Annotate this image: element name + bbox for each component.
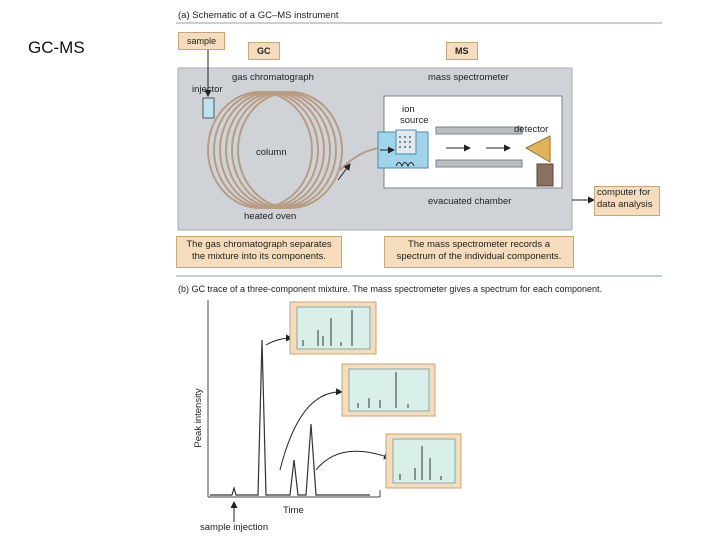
peak-3-arrow — [315, 450, 391, 471]
spectrum-1 — [289, 301, 377, 355]
ms-tag: MS — [446, 42, 478, 60]
gc-caption-line-1: The gas chromatograph separates — [186, 239, 332, 250]
ion-source-label-2: source — [400, 115, 429, 126]
gc-name: gas chromatograph — [232, 72, 314, 83]
gc-ylabel: Peak intensity — [193, 388, 204, 447]
spectrum-3 — [385, 433, 462, 489]
gc-trace — [210, 339, 370, 496]
peak-1-arrow — [265, 334, 293, 346]
ms-caption: The mass spectrometer records a spectrum… — [384, 236, 574, 268]
analyzer-rod-top — [435, 126, 523, 135]
detector-cone — [524, 135, 551, 163]
ion-source-coil — [395, 162, 415, 168]
column-flow-arrow — [337, 163, 351, 181]
slide-title: GC-MS — [28, 38, 85, 57]
ms-name: mass spectrometer — [428, 72, 509, 83]
ms-caption-line-2: spectrum of the individual components. — [396, 251, 562, 262]
injector-body — [202, 97, 215, 119]
computer-box: computer for data analysis — [594, 186, 660, 216]
column-label: column — [256, 147, 287, 158]
gc-tag: GC — [248, 42, 280, 60]
detector-label: detector — [514, 124, 549, 135]
gc-xlabel: Time — [283, 505, 304, 516]
injector-label: injector — [192, 84, 223, 95]
heated-oven-label: heated oven — [244, 211, 297, 222]
computer-line-1: computer for — [597, 187, 651, 198]
panel-b-heading: (b) GC trace of a three-component mixtur… — [178, 284, 603, 294]
injection-label: sample injection — [200, 522, 269, 533]
column-coil — [207, 91, 381, 209]
evacuated-chamber-label: evacuated chamber — [428, 196, 512, 207]
sample-label: sample — [178, 32, 226, 50]
panel-a-heading: (a) Schematic of a GC–MS instrument — [178, 10, 339, 21]
gc-caption-line-2: the mixture into its components. — [191, 251, 327, 262]
ion-source-label-1: ion — [402, 104, 415, 115]
spectrum-2 — [341, 363, 436, 417]
gc-caption: The gas chromatograph separates the mixt… — [176, 236, 342, 268]
ms-caption-line-1: The mass spectrometer records a — [407, 239, 551, 250]
peak-2-arrow — [279, 388, 343, 471]
analyzer-rod-bottom — [435, 159, 523, 168]
computer-line-2: data analysis — [597, 199, 653, 210]
detector-base — [536, 163, 554, 187]
